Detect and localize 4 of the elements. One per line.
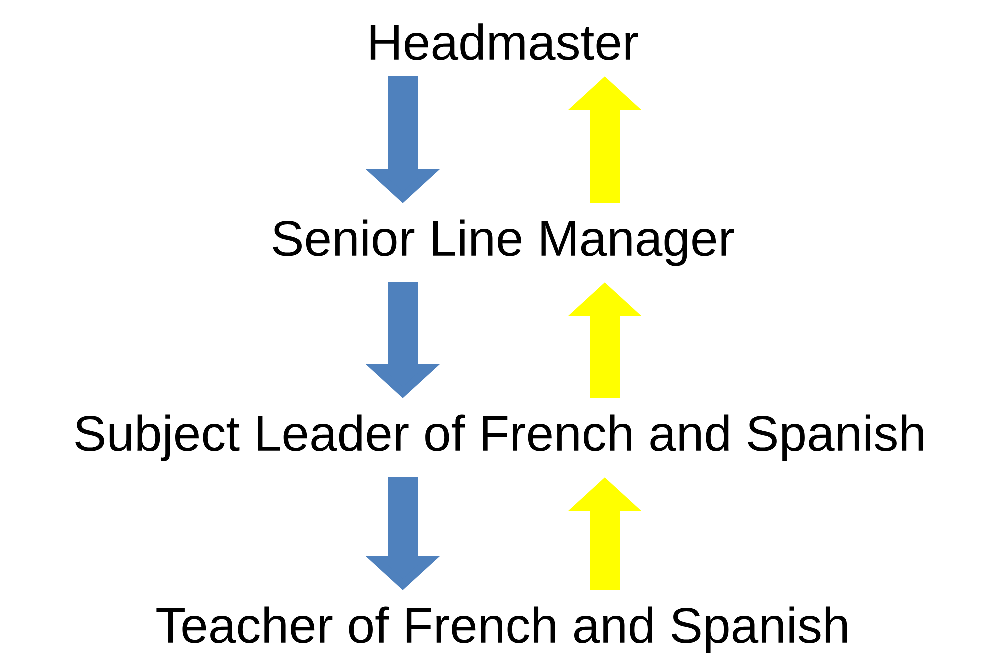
title-text: Subject Leader of French and Spanish bbox=[76, 414, 924, 462]
title-text: Teacher of French and Spanish bbox=[156, 606, 848, 654]
title-text: Senior Line Manager bbox=[273, 220, 734, 266]
title-text: Headmaster bbox=[370, 24, 638, 60]
